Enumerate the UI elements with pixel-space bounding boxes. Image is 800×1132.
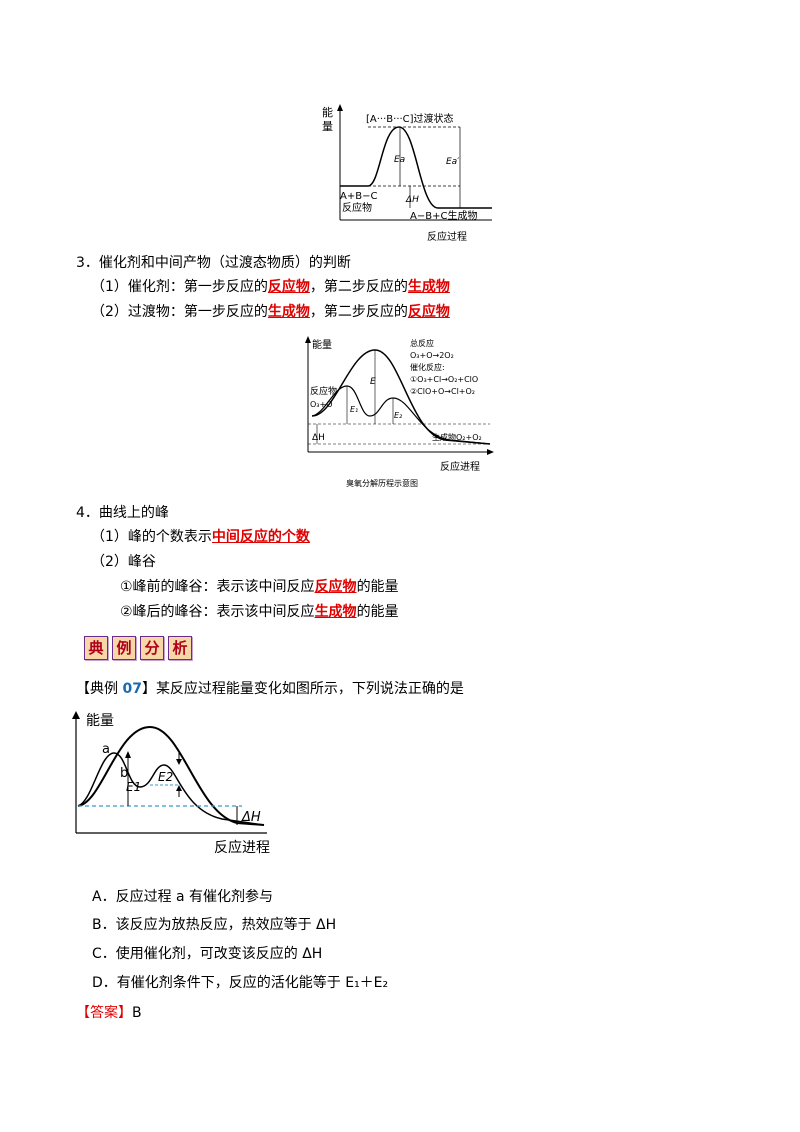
ozone-decomposition-diagram: 能量 E E₁ E₂ ΔH 反应物 O₃+O 总反应 O₃+O→2O₂ 催化反应… [305,336,494,488]
e2-label: E2 [158,770,173,784]
reactant-label: A+B−C [340,191,377,202]
y-axis-label: 能量 [312,338,332,351]
trough-after-rule: ②峰后的峰谷：表示该中间反应生成物的能量 [120,604,399,620]
delta-h-label: ΔH [241,810,261,825]
option-a: A．反应过程 a 有催化剂参与 [92,889,274,905]
curve-b [77,752,265,826]
curve-a-label: a [102,742,110,757]
total-reaction-title: 总反应 [410,338,434,348]
svg-text:量: 量 [322,120,333,133]
intermediate-rule: （2）过渡物：第一步反应的生成物，第二步反应的反应物 [91,304,450,320]
catalyzed-curve [311,385,491,445]
transition-state-label: [A···B···C]过渡状态 [366,112,454,125]
catalyst-rule: （1）催化剂：第一步反应的反应物，第二步反应的生成物 [91,279,450,295]
curve-b-label: b [120,766,128,781]
ea-label: Ea [394,155,405,165]
uncatalyzed-curve [311,349,491,445]
option-c: C．使用催化剂，可改变该反应的 ΔH [92,946,323,962]
example-energy-diagram: 能量 a b E1 E2 ΔH 反应进程 [72,711,270,856]
option-d: D．有催化剂条件下，反应的活化能等于 E₁＋E₂ [92,975,389,991]
product-label: A−B+C生成物 [410,209,477,222]
svg-text:反应物: 反应物 [342,201,372,214]
ea-prime-label: Ea′ [446,157,459,167]
reactant-label: 反应物 [310,385,337,397]
transition-state-energy-diagram: 能 量 [A···B···C]过渡状态 Ea Ea′ ΔH A+B−C 反应物 … [322,104,492,243]
e-label: E [370,377,376,387]
catalytic-eq-1: ①O₃+Cl→O₂+ClO [410,375,478,384]
product-label: 生成物O₂+O₂ [432,432,482,442]
figure-caption: 臭氧分解历程示意图 [346,478,418,488]
e2-label: E₂ [394,411,403,420]
answer: 【答案】B [76,1005,142,1021]
peak-count-rule: （1）峰的个数表示中间反应的个数 [91,529,310,545]
option-b: B．该反应为放热反应，热效应等于 ΔH [92,917,337,933]
y-axis-label: 能量 [86,713,114,729]
x-axis-label: 反应过程 [427,230,467,243]
delta-h-label: ΔH [405,195,419,205]
x-axis-label: 反应进程 [214,839,270,856]
trough-before-rule: ①峰前的峰谷：表示该中间反应反应物的能量 [120,579,399,595]
example-analysis-badge: 典例分析 [84,636,196,660]
x-axis-label: 反应进程 [440,460,480,473]
example-question: 【典例 07】某反应过程能量变化如图所示，下列说法正确的是 [76,681,464,697]
delta-h-label: ΔH [312,433,325,443]
total-reaction-eq: O₃+O→2O₂ [410,351,454,360]
section-4-heading: 4．曲线上的峰 [76,505,169,521]
svg-text:O₃+O: O₃+O [310,400,333,409]
catalytic-title: 催化反应: [410,362,445,372]
trough-heading: （2）峰谷 [91,554,156,570]
section-3-heading: 3．催化剂和中间产物（过渡态物质）的判断 [76,255,351,271]
y-axis-label: 能 [322,105,333,119]
e1-label: E₁ [350,405,358,414]
e1-label: E1 [126,780,141,794]
catalytic-eq-2: ②ClO+O→Cl+O₂ [410,387,475,396]
